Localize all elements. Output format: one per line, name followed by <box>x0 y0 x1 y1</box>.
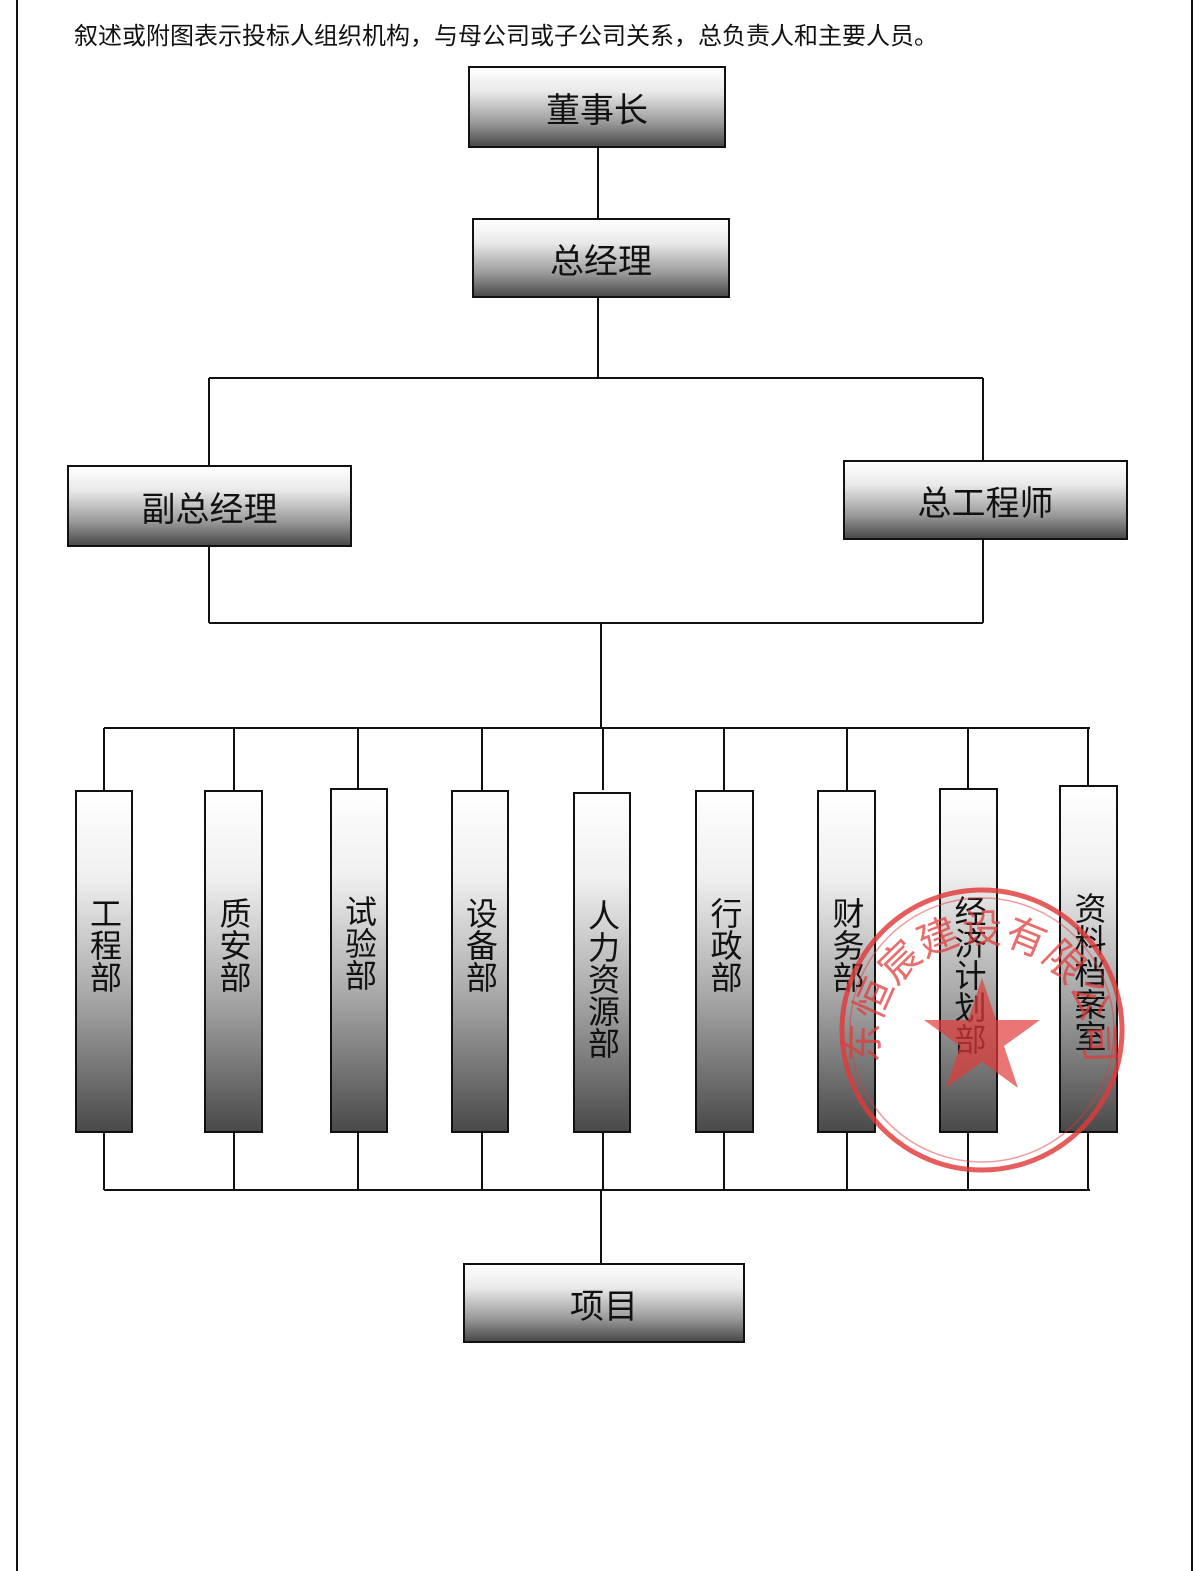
page-frame <box>16 0 1193 1571</box>
dept-equipment-label: 设备部 <box>461 897 499 993</box>
chairman-box: 董事长 <box>468 66 726 148</box>
dept-engineering-label: 工程部 <box>85 897 123 993</box>
dept-finance-box: 财务部 <box>817 790 876 1133</box>
general-manager-label: 总经理 <box>550 241 652 282</box>
dept-quality-safety-label: 质安部 <box>214 897 253 993</box>
chairman-label: 董事长 <box>546 90 648 131</box>
chief-engineer-label: 总工程师 <box>917 483 1054 524</box>
project-label: 项目 <box>570 1286 638 1327</box>
company-seal: 东恒宸建设有限公司 <box>839 887 1125 1173</box>
dept-equipment-box: 设备部 <box>451 790 509 1133</box>
dept-testing-box: 试验部 <box>330 788 388 1133</box>
chief-engineer-box: 总工程师 <box>843 460 1128 540</box>
project-box: 项目 <box>463 1263 745 1343</box>
dept-quality-safety-box: 质安部 <box>204 790 263 1133</box>
dept-admin-label: 行政部 <box>705 897 744 993</box>
dept-hr-box: 人力资源部 <box>573 792 631 1133</box>
dept-finance-label: 财务部 <box>827 897 866 993</box>
dept-economic-planning-box: 经济计划部 <box>939 788 998 1133</box>
intro-text: 叙述或附图表示投标人组织机构，与母公司或子公司关系，总负责人和主要人员。 <box>74 22 938 50</box>
dept-hr-label: 人力资源部 <box>583 899 621 1059</box>
seal-star-icon <box>924 978 1040 1088</box>
general-manager-box: 总经理 <box>472 218 730 298</box>
dept-archives-box: 资料档案室 <box>1059 785 1118 1133</box>
dept-testing-label: 试验部 <box>340 895 378 991</box>
deputy-gm-box: 副总经理 <box>67 465 352 547</box>
deputy-gm-label: 副总经理 <box>141 489 278 530</box>
dept-archives-label: 资料档案室 <box>1069 892 1108 1052</box>
dept-admin-box: 行政部 <box>695 790 754 1133</box>
dept-engineering-box: 工程部 <box>75 790 133 1133</box>
